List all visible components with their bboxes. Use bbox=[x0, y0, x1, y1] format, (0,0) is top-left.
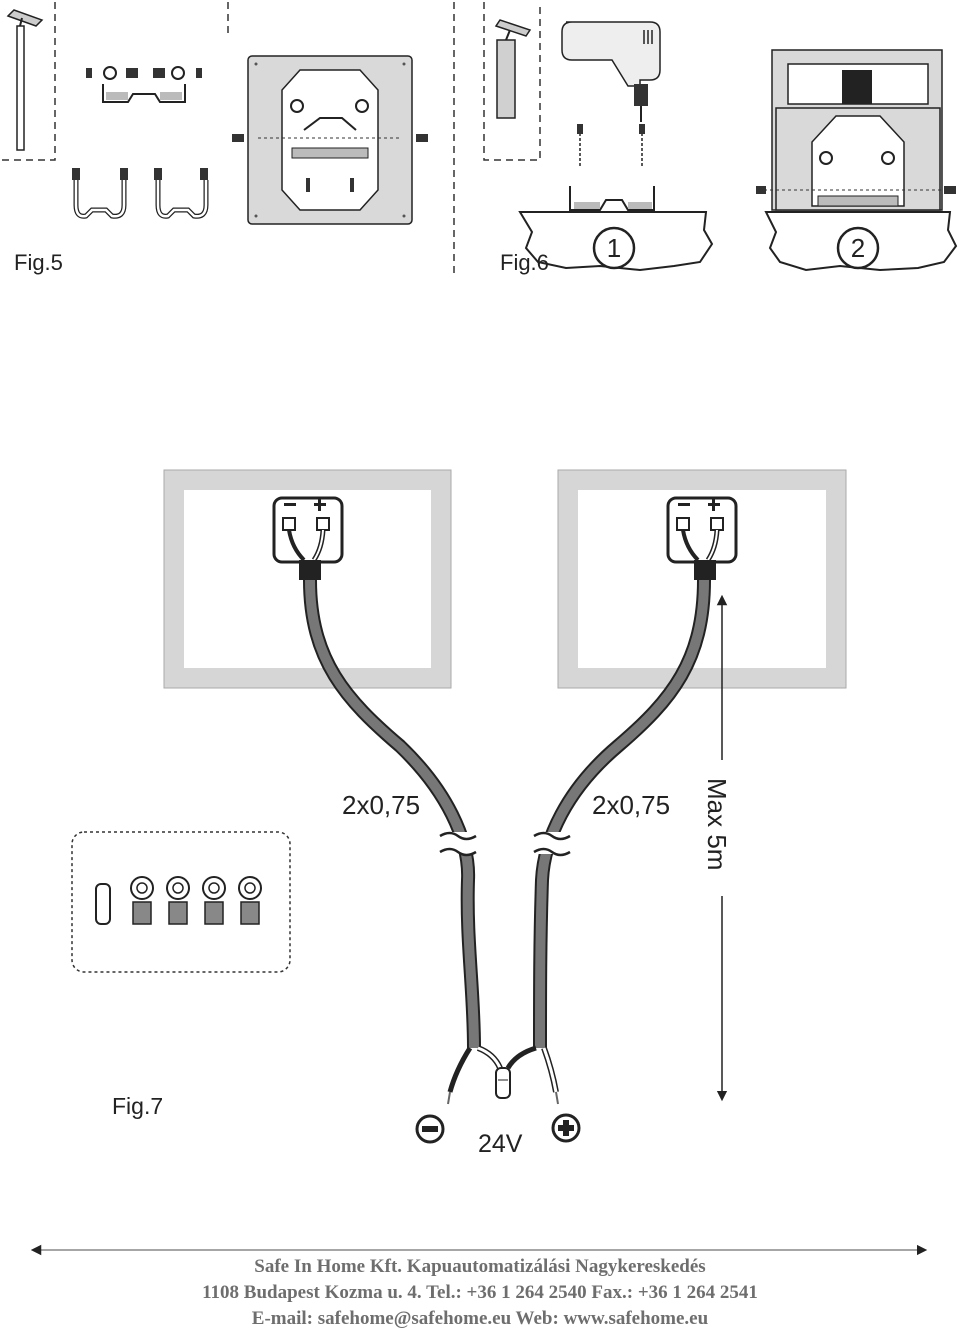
plus-icon bbox=[551, 1113, 581, 1143]
accessories-box bbox=[71, 831, 291, 973]
minus-icon bbox=[415, 1114, 445, 1144]
voltage-label: 24V bbox=[478, 1130, 523, 1158]
cable-left-spec: 2x0,75 bbox=[342, 790, 420, 820]
fig6-diagram: 1 2 Fig.6 bbox=[483, 2, 958, 275]
cable-break-right bbox=[533, 831, 571, 857]
wire-ends bbox=[447, 1045, 559, 1105]
cable-left bbox=[305, 579, 479, 1049]
screw-icon bbox=[577, 124, 645, 168]
fig7-diagram: 2x0,75 2x0,75 Max 5m 24V Fig.7 bbox=[71, 469, 847, 1158]
step-2-number: 2 bbox=[851, 233, 865, 263]
cable-right-spec: 2x0,75 bbox=[592, 790, 670, 820]
footer-address: 1108 Budapest Kozma u. 4. Tel.: +36 1 26… bbox=[202, 1282, 758, 1303]
terminal-block-right bbox=[666, 496, 738, 580]
u-bolt-icon bbox=[72, 168, 128, 219]
footer-company: Safe In Home Kft. Kapuautomatizálási Nag… bbox=[254, 1256, 706, 1277]
bolt-set-icon bbox=[86, 66, 202, 80]
clamp-bracket-icon bbox=[102, 84, 186, 103]
cable-right bbox=[535, 579, 709, 1049]
max-length-label: Max 5m bbox=[702, 778, 732, 870]
cable-break-left bbox=[439, 831, 477, 857]
wall-section-1: 1 bbox=[518, 186, 714, 272]
terminal-block-left bbox=[272, 496, 344, 580]
light-panel-left bbox=[163, 469, 452, 689]
fig6-label: Fig.6 bbox=[500, 250, 549, 275]
wire-cap-icon bbox=[95, 883, 111, 925]
u-bolt-icon bbox=[154, 168, 209, 219]
fig7-label: Fig.7 bbox=[112, 1093, 163, 1119]
wall-section-2: 2 bbox=[756, 49, 958, 272]
lamp-post-icon bbox=[6, 9, 44, 151]
light-unit-icon bbox=[494, 19, 532, 119]
footer-contact: E-mail: safehome@safehome.eu Web: www.sa… bbox=[251, 1308, 709, 1329]
mounting-plate-icon bbox=[232, 55, 428, 225]
step-1-number: 1 bbox=[607, 233, 621, 263]
drill-icon bbox=[561, 21, 661, 122]
ring-terminal-icon bbox=[202, 876, 226, 925]
ring-terminal-icon bbox=[130, 876, 154, 925]
fig5-diagram: Fig.5 bbox=[2, 2, 455, 276]
ring-terminal-icon bbox=[166, 876, 190, 925]
fig5-label: Fig.5 bbox=[14, 250, 63, 275]
ring-terminal-icon bbox=[238, 876, 262, 925]
fig6-post-dash-frame bbox=[483, 2, 541, 161]
fig5-post-dash-frame bbox=[2, 2, 56, 161]
